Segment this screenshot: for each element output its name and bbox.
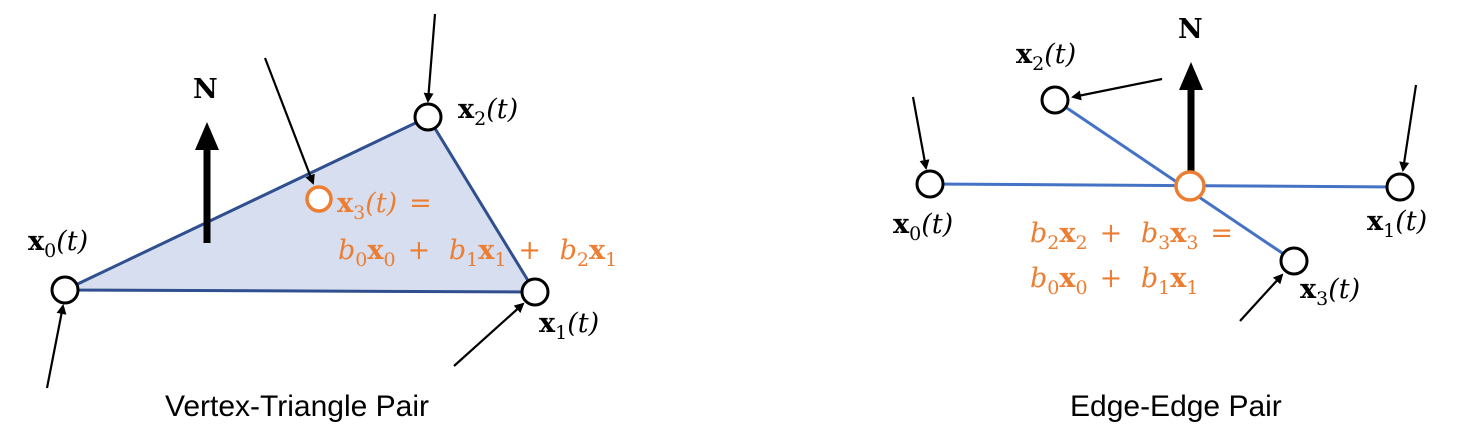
vertex-x3 — [1279, 246, 1309, 276]
label-x2: x2(t) — [1016, 39, 1076, 75]
label-x0: x0(t) — [28, 226, 88, 262]
normal-arrow — [1179, 62, 1203, 173]
normal-arrow — [195, 122, 219, 243]
edge-edge-pair: N x0(t) x1(t) x2(t) x3(t) b2x2+ b3x3= — [893, 14, 1427, 423]
vt-equation-line2: b0x0+ b1x1+ b2x1 — [338, 235, 617, 271]
vertex-x1 — [520, 277, 550, 307]
ee-equation-line1: b2x2+ b3x3= — [1030, 218, 1233, 254]
label-x2: x2(t) — [458, 94, 518, 130]
intersection-point — [1174, 170, 1206, 202]
vt-equation-line1: x3(t)= — [337, 188, 432, 224]
triangle-face — [64, 115, 538, 294]
vertex-triangle-pair: N x0(t) x1(t) x2(t) x3(t)= b0x0+ b1x1+ b… — [28, 13, 617, 423]
label-x3: x3(t) — [1300, 274, 1360, 310]
label-x0: x0(t) — [893, 209, 953, 245]
motion-arrow-x1 — [453, 302, 525, 367]
vertex-x2 — [413, 102, 443, 132]
vertex-x0 — [915, 169, 945, 199]
vertex-x3 — [305, 185, 333, 213]
vertex-x1 — [1385, 172, 1415, 202]
normal-label: N — [193, 74, 218, 105]
motion-arrow-x3 — [1239, 273, 1284, 322]
motion-arrow-x0 — [911, 96, 930, 170]
vertex-x2 — [1040, 85, 1070, 115]
edge-x0-x1 — [929, 182, 1401, 189]
ee-equation-line2: b0x0+ b1x1 — [1030, 263, 1198, 299]
motion-arrow-x1 — [1399, 84, 1418, 172]
label-x1: x1(t) — [539, 308, 599, 344]
motion-arrow-x0 — [45, 304, 67, 389]
edge-edge-caption: Edge-Edge Pair — [1070, 390, 1282, 423]
vertex-x0 — [50, 275, 80, 305]
motion-arrow-x2 — [423, 13, 437, 103]
label-x1: x1(t) — [1367, 206, 1427, 242]
edge-x2-x3 — [1054, 98, 1295, 263]
motion-arrow-x2 — [1071, 77, 1163, 101]
normal-label: N — [1178, 14, 1203, 45]
motion-arrow-x3 — [263, 57, 315, 185]
vertex-triangle-caption: Vertex-Triangle Pair — [165, 390, 429, 423]
